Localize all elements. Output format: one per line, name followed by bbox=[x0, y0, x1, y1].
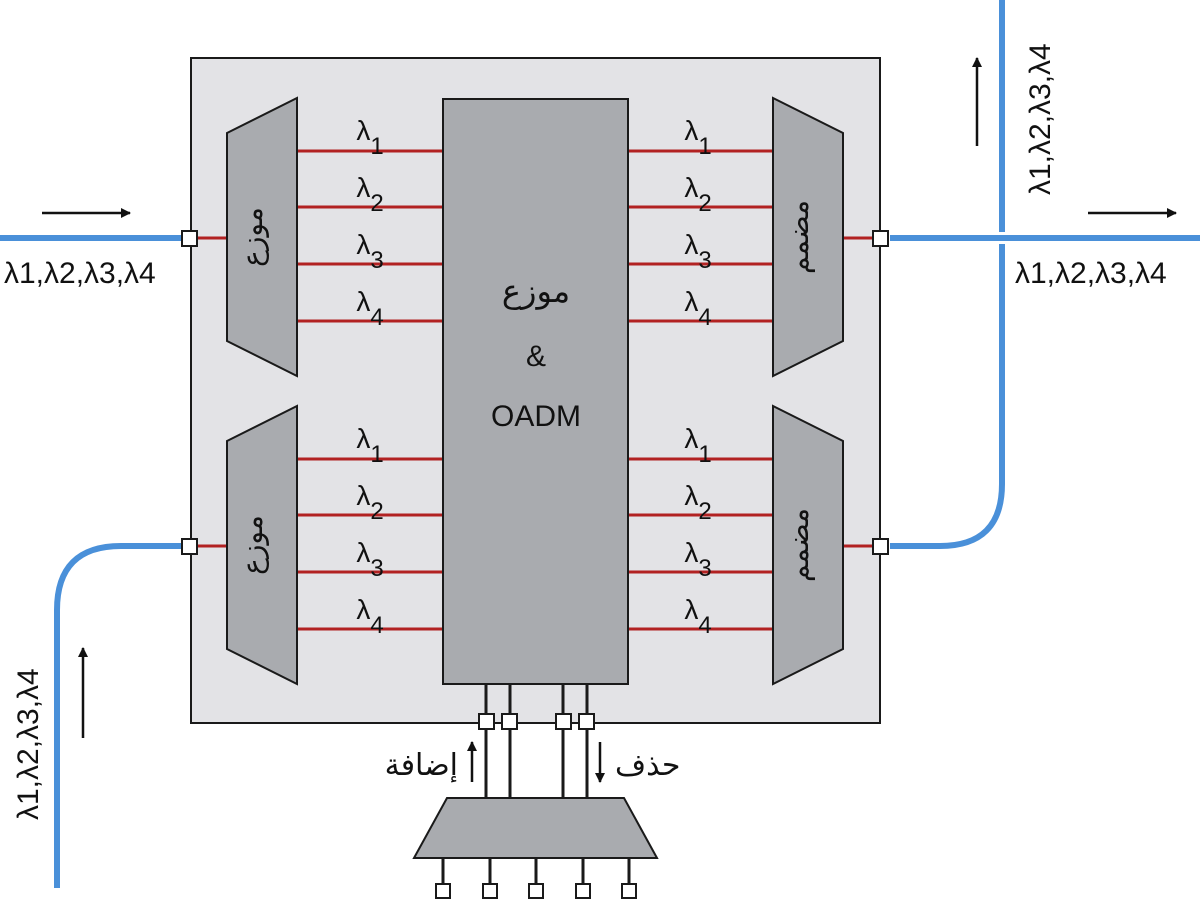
demux-top bbox=[226, 96, 298, 378]
center-label-amp: & bbox=[526, 340, 546, 373]
center-label-oadm: OADM bbox=[491, 400, 581, 433]
add-label: إضافة bbox=[385, 748, 458, 783]
connector-add-1 bbox=[478, 713, 495, 730]
demux-bottom-label: موزع bbox=[236, 515, 269, 575]
tributary-port-1 bbox=[435, 883, 451, 899]
channel-lines bbox=[197, 149, 873, 631]
tributary-lines bbox=[441, 858, 631, 884]
tributary-port-5 bbox=[621, 883, 637, 899]
direction-arrows bbox=[42, 57, 1177, 783]
connector-drop-1 bbox=[555, 713, 572, 730]
mux-top bbox=[772, 96, 844, 378]
fiber-input-north bbox=[54, 543, 186, 888]
output-north-label: λ1,λ2,λ3,λ4 bbox=[1024, 43, 1057, 195]
output-east-label: λ1,λ2,λ3,λ4 bbox=[1015, 257, 1167, 290]
mux-bottom-label: مضمم bbox=[782, 508, 815, 582]
mux-bottom bbox=[772, 404, 844, 686]
tributary-port-4 bbox=[575, 883, 591, 899]
add-drop-lines bbox=[484, 684, 589, 798]
connector-input-north bbox=[181, 538, 198, 555]
channel-label: λ2 bbox=[356, 172, 383, 217]
connector-drop-2 bbox=[578, 713, 595, 730]
connector-output-east bbox=[872, 230, 889, 247]
connector-input-east bbox=[181, 230, 198, 247]
channel-label: λ4 bbox=[684, 594, 711, 639]
input-north-label: λ1,λ2,λ3,λ4 bbox=[12, 668, 45, 820]
tributary-port-3 bbox=[528, 883, 544, 899]
channel-label: λ3 bbox=[356, 537, 383, 582]
tributary-port-2 bbox=[482, 883, 498, 899]
input-east-label: λ1,λ2,λ3,λ4 bbox=[4, 257, 156, 290]
demux-bottom bbox=[226, 404, 298, 686]
connectors bbox=[181, 230, 889, 899]
center-label-demux: موزع bbox=[502, 272, 570, 310]
connector-output-south bbox=[872, 538, 889, 555]
mux-top-label: مضمم bbox=[782, 200, 815, 274]
connector-add-2 bbox=[501, 713, 518, 730]
center-oadm-block bbox=[442, 98, 629, 685]
fiber-output-south bbox=[890, 244, 1005, 549]
add-drop-mux bbox=[412, 797, 659, 859]
drop-label: حذف bbox=[615, 748, 680, 783]
demux-top-label: موزع bbox=[236, 207, 269, 267]
